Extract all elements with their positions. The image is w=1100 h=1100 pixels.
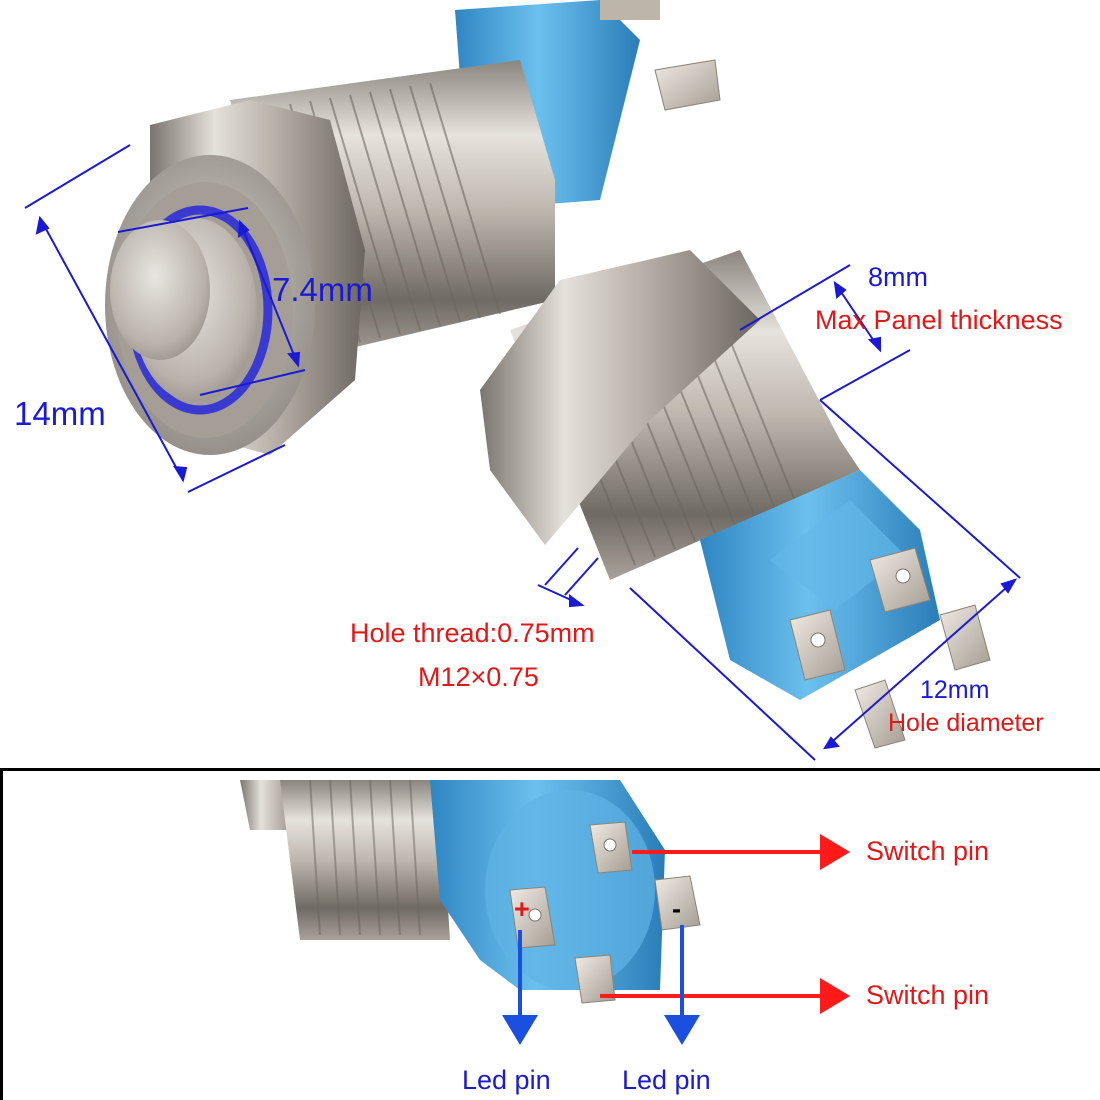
switch-pin-detail [240,779,701,1004]
switch-pin-label-bottom: Switch pin [866,980,990,1010]
dimension-lines [24,144,1021,761]
dimension-label-8mm: 8mm [868,262,928,292]
thread-spec-label: M12×0.75 [418,662,539,692]
dimension-label-14mm: 14mm [14,395,106,432]
minus-sign: - [672,894,681,924]
led-pin-label-positive: Led pin [462,1065,551,1095]
switch-pin-label-top: Switch pin [866,836,990,866]
hole-thread-label: Hole thread:0.75mm [350,618,595,648]
pin-detail-frame [0,768,1100,1100]
plus-sign: + [514,894,530,924]
max-panel-thickness-label: Max Panel thickness [815,305,1063,335]
switch-side-view [480,250,991,749]
dimension-label-12mm: 12mm [920,676,990,704]
hole-diameter-label: Hole diameter [888,709,1044,737]
pin-arrows [502,834,850,1045]
led-pin-label-negative: Led pin [622,1065,711,1095]
dimension-label-7-4mm: 7.4mm [272,271,373,308]
